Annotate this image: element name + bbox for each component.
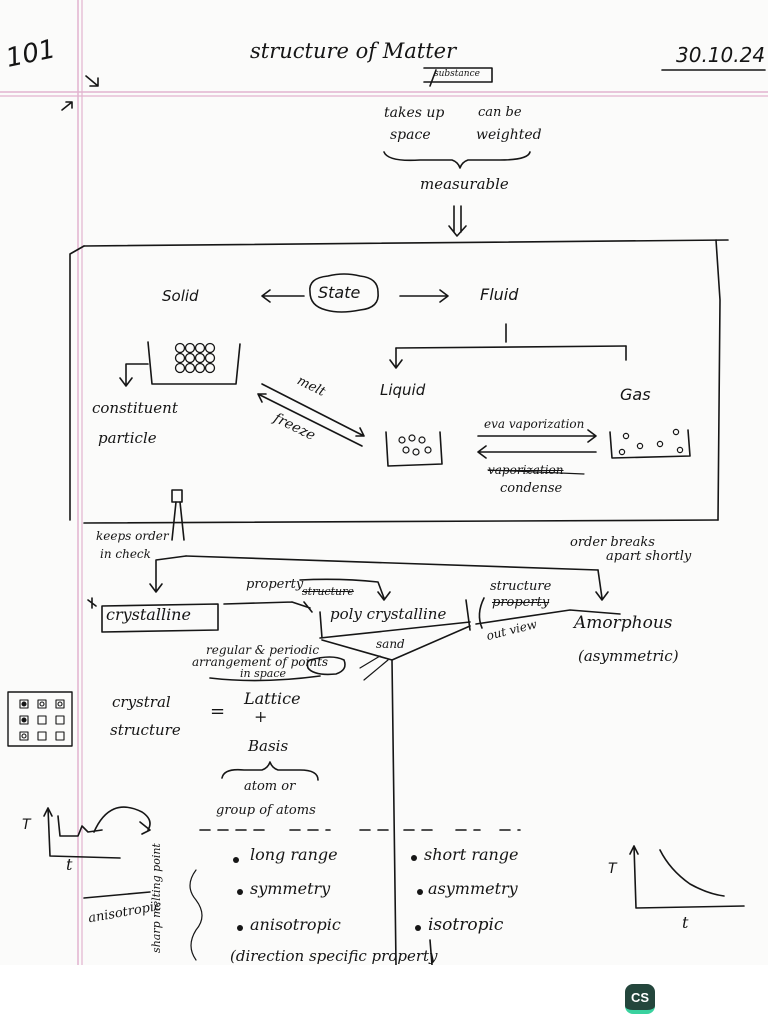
crystal-structure-label: structure [110,721,181,739]
camscanner-logo: CS [625,984,655,1014]
particle-label: particle [98,429,157,447]
page-date: 30.10.24 [676,43,766,67]
gas-label: Gas [620,385,651,404]
crystalline-prop-4: (direction specific property [230,947,438,965]
vaporization-label: eva vaporization [484,417,585,431]
constituent-label: constituent [92,399,178,417]
amorphous-label: Amorphous [574,613,673,633]
space-label: space [390,127,431,143]
crystalline-prop-1: long range [250,845,338,864]
right-graph-x-label: t [682,913,689,932]
amorphous-prop-2: asymmetry [428,879,518,898]
plus-sign: + [254,707,268,726]
vaporization-struck-label: vaporization [488,463,564,477]
page-title: structure of Matter [250,39,457,63]
takes-up-label: takes up [384,105,445,121]
crystalline-prop-3: anisotropic [250,915,341,934]
fluid-label: Fluid [480,285,519,304]
crystal-label: crystral [112,693,171,711]
in-space-label: in space [240,667,287,680]
liquid-label: Liquid [380,381,426,399]
arrangement-label: arrangement of points [192,655,329,669]
in-check-label: in check [100,547,151,561]
apart-shortly-label: apart shortly [606,549,692,564]
measurable-label: measurable [420,175,509,193]
structure-label: structure [490,579,552,594]
title-note: substance [434,69,480,79]
left-graph-y-label: T [22,817,31,833]
left-graph-x-label: t [66,855,73,874]
group-of-atoms-label: group of atoms [216,803,316,818]
crystalline-prop-2: symmetry [250,879,331,898]
basis-label: Basis [248,737,289,755]
atom-or-label: atom or [244,779,296,794]
handwritten-drawing [0,0,768,965]
right-graph-y-label: T [608,861,617,877]
sharp-melting-point-note: sharp melting point [149,843,163,953]
can-be-label: can be [478,105,522,120]
lattice-label: Lattice [244,689,301,708]
sand-label: sand [376,637,405,651]
state-label: State [318,283,361,302]
regular-periodic-label: regular & periodic [206,643,320,657]
condense-label: condense [500,481,563,496]
amorphous-prop-1: short range [424,845,519,864]
keeps-order-label: keeps order [96,529,169,543]
order-breaks-label: order breaks [570,535,655,550]
asymmetric-label: (asymmetric) [578,647,679,665]
property-label: property [246,577,304,592]
property-struck-label: property [492,595,550,610]
notebook-page: 101 structure of Matter substance 30.10.… [0,0,768,965]
poly-crystalline-label: poly crystalline [330,605,447,623]
amorphous-prop-3: isotropic [428,915,504,935]
crystalline-label: crystalline [106,605,191,624]
structure-struck-label: structure [302,585,354,598]
equals-sign: = [210,701,226,722]
weighted-label: weighted [476,127,542,143]
solid-label: Solid [162,287,199,305]
